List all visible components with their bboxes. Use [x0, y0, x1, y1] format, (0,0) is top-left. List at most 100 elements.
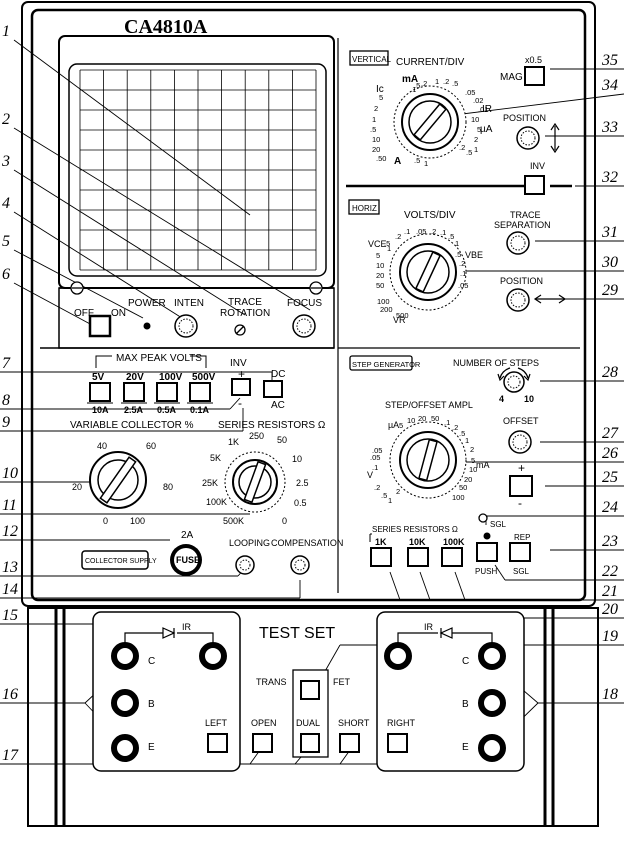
vertical-section: VERTICAL CURRENT/DIV mA Ic IR µA A x0.5 …: [349, 50, 560, 195]
volts-div-knob[interactable]: [389, 233, 467, 311]
horiz-badge: [348, 199, 380, 215]
volts-scale-label: 5: [376, 251, 380, 260]
trace-separation-knob[interactable]: [506, 231, 530, 255]
vertical-position-knob[interactable]: [516, 126, 540, 150]
step-scale-label: 1: [465, 436, 469, 445]
ir-label: IR: [482, 104, 492, 115]
callout-numbers: 1234567891011121314151617181920212223242…: [1, 23, 619, 764]
step-resistor-button[interactable]: [407, 547, 429, 567]
volt-range-button[interactable]: [189, 382, 211, 402]
on-label: ON: [111, 308, 126, 319]
vertical-inv-button[interactable]: [524, 175, 545, 195]
dc-label: DC: [271, 369, 285, 380]
horizontal-position-knob[interactable]: [506, 288, 530, 312]
volts-scale-label: .2: [430, 227, 436, 236]
dual-button[interactable]: [300, 733, 320, 753]
inv-label: INV: [230, 358, 247, 369]
push-button[interactable]: [476, 542, 498, 562]
current-scale-label: 5: [379, 93, 383, 102]
current-scale-label: .5: [370, 125, 376, 134]
test-socket[interactable]: [478, 689, 506, 717]
amp-range-label: 2.5A: [124, 405, 144, 415]
polarity-plus: +: [238, 367, 245, 381]
amp-range-label: 10A: [92, 405, 109, 415]
callout-number: 30: [601, 254, 618, 271]
callout-number: 26: [602, 445, 618, 462]
offset-knob[interactable]: [508, 430, 532, 454]
volt-range-label: 100V: [159, 372, 183, 383]
sr-scale-label: 25K: [202, 478, 218, 488]
horizontal-section: HORIZ VOLTS/DIV VCE VBE VR TRACE SEPARAT…: [348, 199, 567, 325]
amp-range-label: 0.5A: [157, 405, 177, 415]
intensity-knob[interactable]: [174, 314, 198, 338]
horiz-label: HORIZ: [352, 204, 377, 213]
right-button[interactable]: [387, 733, 408, 753]
step-polarity-button[interactable]: [509, 475, 533, 497]
sr-scale-label: 50: [277, 435, 287, 445]
step-resistor-button[interactable]: [370, 547, 392, 567]
left-button[interactable]: [207, 733, 228, 753]
a-label: A: [394, 156, 401, 167]
power-switch[interactable]: [88, 314, 112, 338]
callout-number: 19: [602, 628, 618, 645]
up-down-arrow-icon: [550, 122, 560, 154]
step-v-label: V: [367, 470, 373, 480]
callout-number: 24: [602, 499, 618, 516]
callout-number: 21: [602, 583, 618, 600]
max-peak-volts-label: MAX PEAK VOLTS: [116, 353, 202, 364]
trace-rotation-screw[interactable]: [234, 324, 246, 336]
polarity-button[interactable]: [231, 378, 251, 396]
test-socket[interactable]: [111, 642, 139, 670]
horizontal-position-label: POSITION: [500, 276, 543, 286]
volt-range-button[interactable]: [156, 382, 178, 402]
test-socket[interactable]: [478, 734, 506, 762]
left-ir-label: IR: [182, 622, 192, 632]
step-scale-label: .5: [459, 429, 465, 438]
rep-sgl-button[interactable]: [509, 542, 531, 562]
ma-label: mA: [402, 74, 418, 85]
step-scale-label: 20: [464, 475, 472, 484]
fuse-holder[interactable]: [170, 544, 202, 576]
test-socket[interactable]: [111, 689, 139, 717]
current-div-knob[interactable]: [393, 85, 467, 159]
test-socket[interactable]: [111, 734, 139, 762]
sgl-indicator-led: [483, 532, 491, 540]
test-socket[interactable]: [384, 642, 412, 670]
variable-collector-knob[interactable]: [89, 451, 147, 509]
trace-rotation-label-1: TRACE: [228, 297, 262, 308]
trans-fet-button[interactable]: [300, 680, 320, 700]
volt-range-button[interactable]: [89, 382, 111, 402]
short-button[interactable]: [339, 733, 360, 753]
focus-knob[interactable]: [292, 314, 316, 338]
number-of-steps-knob[interactable]: [497, 367, 531, 393]
mag-button[interactable]: [524, 66, 545, 86]
right-label: RIGHT: [387, 718, 416, 728]
volts-scale-label: 20: [376, 271, 384, 280]
step-resistor-button[interactable]: [441, 547, 463, 567]
volts-scale-label: 10: [376, 261, 384, 270]
compensation-knob[interactable]: [290, 555, 310, 575]
right-b-label: B: [462, 699, 469, 710]
current-scale-label: .2: [459, 143, 465, 152]
sr-scale-label: 0.5: [294, 498, 307, 508]
dc-ac-button[interactable]: [263, 380, 283, 398]
volt-range-button[interactable]: [123, 382, 145, 402]
test-socket[interactable]: [199, 642, 227, 670]
vc-scale-label: 40: [97, 441, 107, 451]
looping-label: LOOPING: [229, 538, 270, 548]
open-button[interactable]: [252, 733, 273, 753]
step-offset-ampl-knob[interactable]: [389, 421, 467, 499]
sr-scale-label: 100K: [206, 497, 227, 507]
step-generator-section: STEP GENERATOR NUMBER OF STEPS 4 10 STEP…: [349, 355, 539, 576]
test-socket[interactable]: [478, 642, 506, 670]
step-polarity-minus: -: [518, 496, 522, 510]
looping-knob[interactable]: [235, 555, 255, 575]
offset-label: OFFSET: [503, 416, 539, 426]
trace-rotation-label-2: ROTATION: [220, 308, 270, 319]
series-resistors-knob[interactable]: [224, 451, 286, 513]
off-label: OFF: [74, 308, 94, 319]
callout-number: 35: [601, 52, 618, 69]
